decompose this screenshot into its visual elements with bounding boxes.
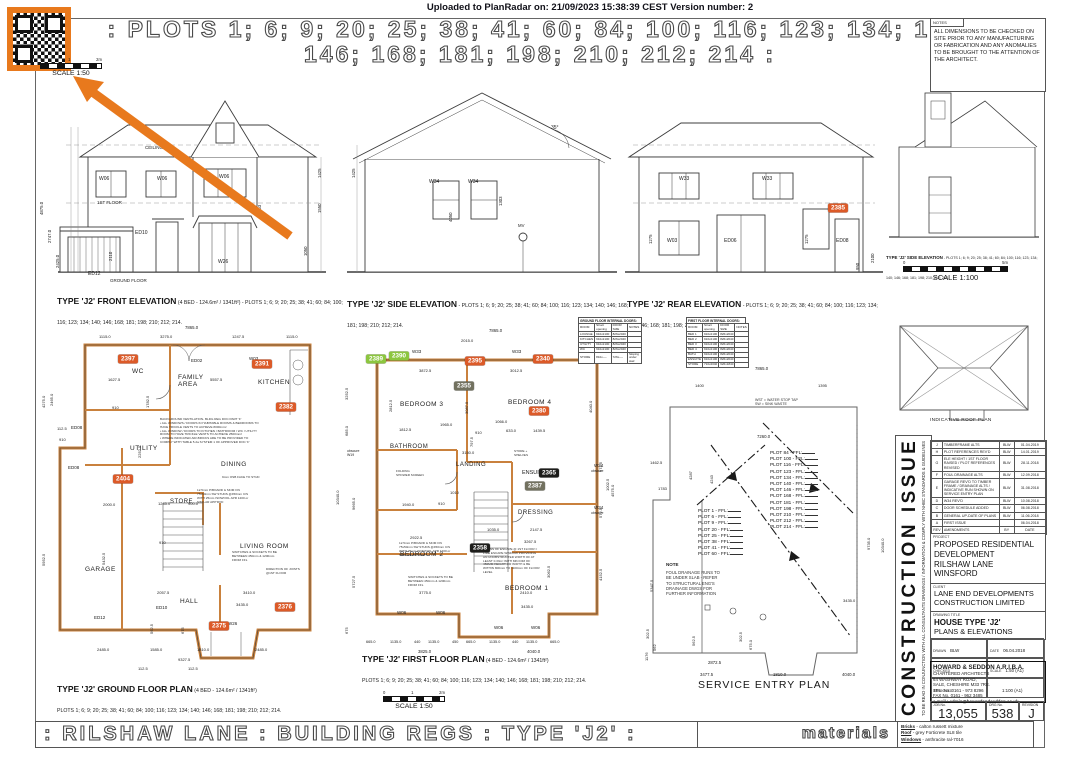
plot-ffl-item: PLOT 140 - FFL: (770, 481, 818, 487)
qr-code[interactable] (7, 7, 71, 71)
drawing-title: HOUSE TYPE 'J2' (934, 618, 1001, 627)
plot-ffl-item: PLOT 25 - FFL: (698, 533, 743, 539)
roof-plan-drawing (899, 325, 1029, 421)
plot-ffl-list-right: PLOT 84 - FFL:PLOT 100 - FFL:PLOT 116 - … (770, 450, 818, 531)
project-box: PROJECT PROPOSED RESIDENTIAL DEVELOPMENT… (930, 533, 1046, 585)
plot-ffl-list-left: PLOT 1 - FFL:PLOT 6 - FFL:PLOT 9 - FFL:P… (698, 508, 743, 558)
plot-ffl-item: PLOT 20 - FFL: (698, 527, 743, 533)
side-elevation-drawing (347, 92, 617, 273)
rear-elevation-caption: TYPE 'J2' REAR ELEVATION - PLOTS 1; 6; 9… (627, 299, 878, 329)
construction-issue-strip (895, 435, 932, 722)
service-entry-plan-caption: SERVICE ENTRY PLAN (698, 679, 831, 691)
plot-ffl-item: PLOT 181 - FFL: (770, 500, 818, 506)
architect-firm-name: HOWARD & SEDDON A.R.I.B.A. (933, 663, 1024, 671)
revision-letter: J (1028, 706, 1035, 721)
drawing-number: 538 (991, 706, 1014, 721)
small-side-elevation-drawing (889, 92, 1039, 238)
banner-text: : RILSHAW LANE : BUILDING REGS : TYPE 'J… (43, 722, 637, 745)
drawing-title-box: DRAWING TITLE HOUSE TYPE 'J2' PLANS & EL… (930, 611, 1046, 640)
plot-ffl-item: PLOT 123 - FFL: (770, 469, 818, 475)
first-floor-plan-drawing (375, 358, 599, 639)
qr-pointer-arrow (73, 76, 293, 240)
plot-ffl-item: PLOT 116 - FFL: (770, 462, 818, 468)
planradar-upload-header: Uploaded to PlanRadar on: 21/09/2023 15:… (426, 2, 754, 13)
ground-floor-plan-drawing (58, 343, 312, 660)
notes-box: NOTES ALL DIMENSIONS TO BE CHECKED ON SI… (930, 18, 1046, 92)
bottom-banner: : RILSHAW LANE : BUILDING REGS : TYPE 'J… (35, 721, 699, 748)
ground-floor-caption: TYPE 'J2' GROUND FLOOR PLAN (4 BED - 124… (57, 684, 282, 714)
plot-ffl-item: PLOT 212 - FFL: (770, 518, 818, 524)
notes-box-title: NOTES (931, 19, 964, 27)
construction-issue-text: CONSTRUCTION ISSUE (899, 437, 920, 716)
materials-banner: materials (697, 721, 899, 748)
first-floor-caption: TYPE 'J2' FIRST FLOOR PLAN (4 BED - 124.… (362, 654, 587, 684)
plot-ffl-item: PLOT 9 - FFL: (698, 520, 743, 526)
plot-ffl-item: PLOT 41 - FFL: (698, 545, 743, 551)
construction-issue-subtext: TO BE READ IN CONJUNCTION WITH ALL CONSU… (921, 440, 926, 716)
plot-ffl-item: PLOT 6 - FFL: (698, 514, 743, 520)
drawing-subtitle: PLANS & ELEVATIONS (934, 627, 1013, 636)
plot-ffl-item: PLOT 100 - FFL: (770, 456, 818, 462)
plot-ffl-item: PLOT 1 - FFL: (698, 508, 743, 514)
client-name: LANE END DEVELOPMENTS CONSTRUCTION LIMIT… (934, 589, 1034, 607)
notes-box-body: ALL DIMENSIONS TO BE CHECKED ON SITE PRI… (934, 29, 1040, 64)
side-elevation-caption: TYPE 'J2' SIDE ELEVATION - PLOTS 1; 6; 9… (347, 299, 629, 329)
client-box: CLIENT LANE END DEVELOPMENTS CONSTRUCTIO… (930, 583, 1046, 613)
plots-title-line1: : PLOTS 1; 6; 9; 20; 25; 38; 41; 60; 84;… (107, 15, 973, 42)
project-name: PROPOSED RESIDENTIAL DEVELOPMENT RILSHAW… (934, 540, 1035, 579)
plot-ffl-item: PLOT 168 - FFL: (770, 493, 818, 499)
rear-elevation-drawing (625, 122, 883, 273)
plot-ffl-item: PLOT 198 - FFL: (770, 506, 818, 512)
front-elevation-caption: TYPE 'J2' FRONT ELEVATION (4 BED - 124.6… (57, 296, 343, 326)
plot-ffl-item: PLOT 134 - FFL: (770, 475, 818, 481)
plots-title-line2: 146; 168; 181; 198; 210; 212; 214 : (303, 40, 776, 67)
service-entry-plan-drawing (652, 406, 858, 676)
small-side-elevation-caption: TYPE 'J2' SIDE ELEVATION - PLOTS 1; 6; 9… (886, 255, 1038, 280)
materials-label: materials (801, 724, 890, 742)
plot-ffl-item: PLOT 210 - FFL: (770, 512, 818, 518)
plot-ffl-item: PLOT 38 - FFL: (698, 539, 743, 545)
plot-ffl-item: PLOT 214 - FFL: (770, 524, 818, 530)
job-number: 13,055 (938, 706, 978, 721)
plot-ffl-item: PLOT 84 - FFL: (770, 450, 818, 456)
architect-firm-box: HOWARD & SEDDON A.R.I.B.A. CHARTERED ARC… (930, 661, 1046, 704)
plot-ffl-item: PLOT 60 - FFL: (698, 551, 743, 557)
plot-ffl-item: PLOT 146 - FFL: (770, 487, 818, 493)
front-elevation-drawing (58, 100, 326, 273)
